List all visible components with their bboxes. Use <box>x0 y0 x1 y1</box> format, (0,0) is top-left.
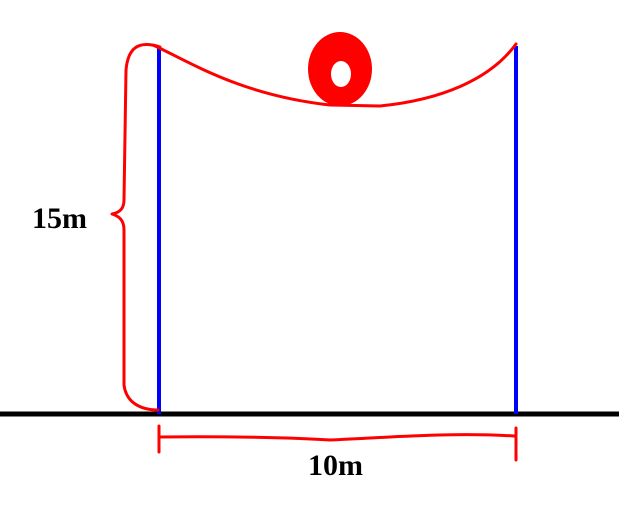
height-dimension-brace <box>110 43 162 412</box>
width-dimension-bracket <box>157 424 518 462</box>
hanging-rope <box>151 42 518 108</box>
width-label: 10m <box>308 449 363 482</box>
height-label: 15m <box>32 202 87 235</box>
hanging-weight <box>308 32 372 106</box>
